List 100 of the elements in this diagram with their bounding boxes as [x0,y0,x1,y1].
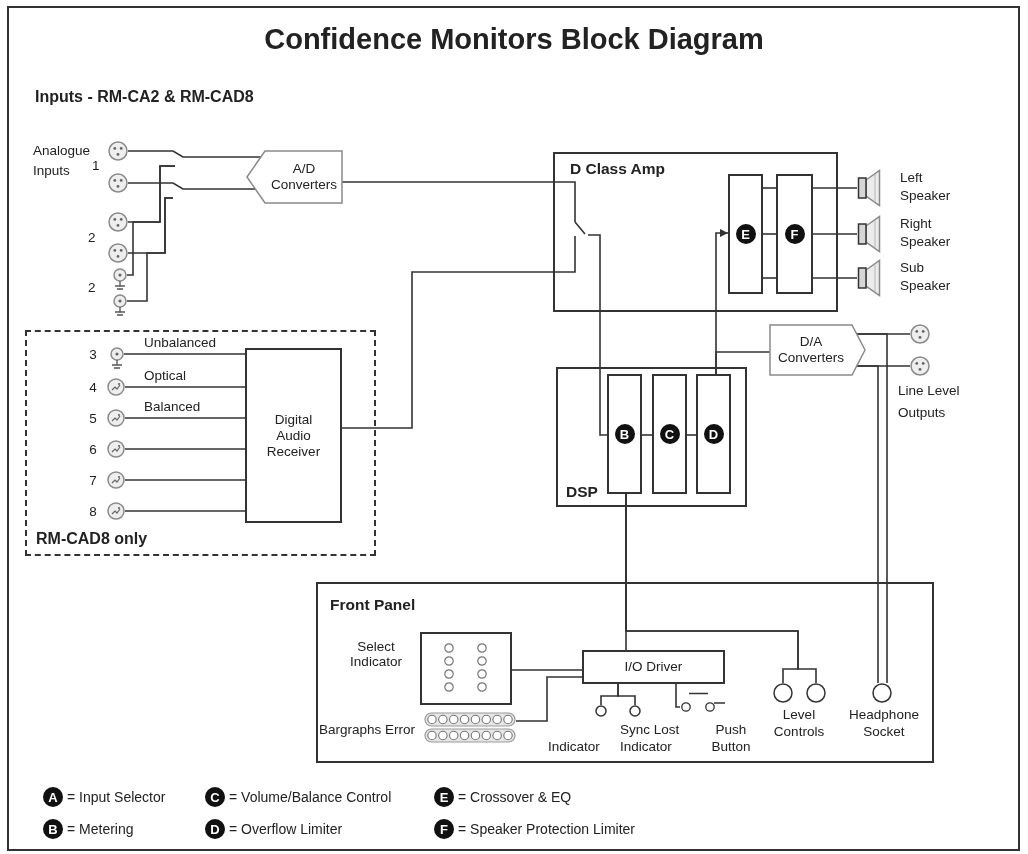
wire [123,353,246,355]
optical-socket-icon [107,378,125,396]
block-label: I/O Driver [624,659,683,675]
dsp-block [556,367,747,507]
socket-number: 7 [89,471,97,489]
wire [617,683,636,706]
led-icon [595,705,607,717]
xlr-socket-icon [108,243,128,263]
optical-socket-icon [107,471,125,489]
processing-block [696,374,731,494]
wire [812,277,858,279]
legend-key-badge: E [434,787,454,807]
letter-badge: B [614,424,635,444]
control-label: Level Controls [773,706,825,740]
socket-number: 3 [89,345,97,363]
block-label: Digital Audio Receiver [266,411,321,460]
xlr-socket-icon [108,141,128,161]
rca-socket-icon [110,347,124,369]
front-panel-frame [316,582,934,763]
legend-text: = Input Selector [67,788,166,806]
socket-number: 5 [89,409,97,427]
block-label: D/A Converters [778,334,844,366]
wire [124,448,246,450]
socket-number: 8 [89,502,97,520]
input-number: 1 [92,157,100,174]
group-title: DSP [566,483,598,501]
processing-block [652,374,687,494]
speaker-label: Left Speaker [900,169,951,205]
speaker-icon [857,259,881,297]
wire [124,417,246,419]
push-button-icon [680,690,726,713]
jack-socket-icon [872,683,892,703]
wire [124,510,246,512]
socket-number: 6 [89,440,97,458]
speaker-icon [857,215,881,253]
speaker-icon [857,169,881,207]
optical-socket-icon [107,409,125,427]
wire [641,434,653,436]
wire [126,165,176,276]
indicator-label: Indicator [548,738,600,755]
input-group-label: Analogue Inputs [33,142,91,180]
wire [762,233,777,235]
switch-icon [573,222,591,240]
legend-text: = Crossover & EQ [458,788,572,806]
wire [812,187,858,189]
rca-socket-icon [113,268,127,290]
knob-icon [773,683,793,703]
group-title: D Class Amp [570,160,666,178]
wire [762,187,777,189]
receiver-block [245,348,342,523]
letter-badge: E [735,224,756,244]
converter-block [769,324,866,376]
wire [341,239,576,429]
legend-key-badge: F [434,819,454,839]
section-heading: Inputs - RM-CA2 & RM-CAD8 [35,88,254,105]
bargraph-label: Bargraphs Error [319,721,416,738]
wire [715,351,771,375]
wire [124,479,246,481]
optical-socket-icon [107,502,125,520]
legend-key-badge: A [43,787,63,807]
processing-block [776,174,813,294]
led-icon [629,705,641,717]
rca-socket-icon [113,294,127,316]
input-number: 2 [88,229,96,246]
amplifier-block [553,152,838,312]
group-title: Front Panel [330,596,416,614]
wire [762,277,777,279]
legend-text: = Volume/Balance Control [229,788,392,806]
output-label: Line Level Outputs [898,382,961,422]
block-label: A/D Converters [271,161,337,193]
group-title: RM-CAD8 only [36,530,148,548]
button-label: Push Button [711,721,751,755]
indicator-label: Sync Lost Indicator [620,721,681,755]
edge-label: Optical [142,368,189,384]
xlr-socket-icon [910,324,930,344]
wire [124,386,246,388]
legend-key-badge: C [205,787,225,807]
speaker-label: Right Speaker [900,215,951,251]
socket-number: 4 [89,378,97,396]
input-number: 2 [88,279,96,296]
converter-block [246,150,343,204]
letter-badge: C [659,424,680,444]
knob-icon [806,683,826,703]
processing-block [607,374,642,494]
xlr-socket-icon [108,173,128,193]
wire [812,233,858,235]
wire [511,669,583,671]
xlr-socket-icon [910,356,930,376]
legend-key-badge: D [205,819,225,839]
wire [675,683,681,708]
wire [515,676,583,722]
letter-badge: F [784,224,805,244]
wire [126,197,174,302]
legend-key-badge: B [43,819,63,839]
speaker-label: Sub Speaker [900,259,951,295]
legend-text: = Overflow Limiter [229,820,343,838]
indicator-panel [420,632,512,705]
diagram-title: Confidence Monitors Block Diagram [264,22,764,56]
wire [590,234,608,436]
letter-badge: D [703,424,724,444]
